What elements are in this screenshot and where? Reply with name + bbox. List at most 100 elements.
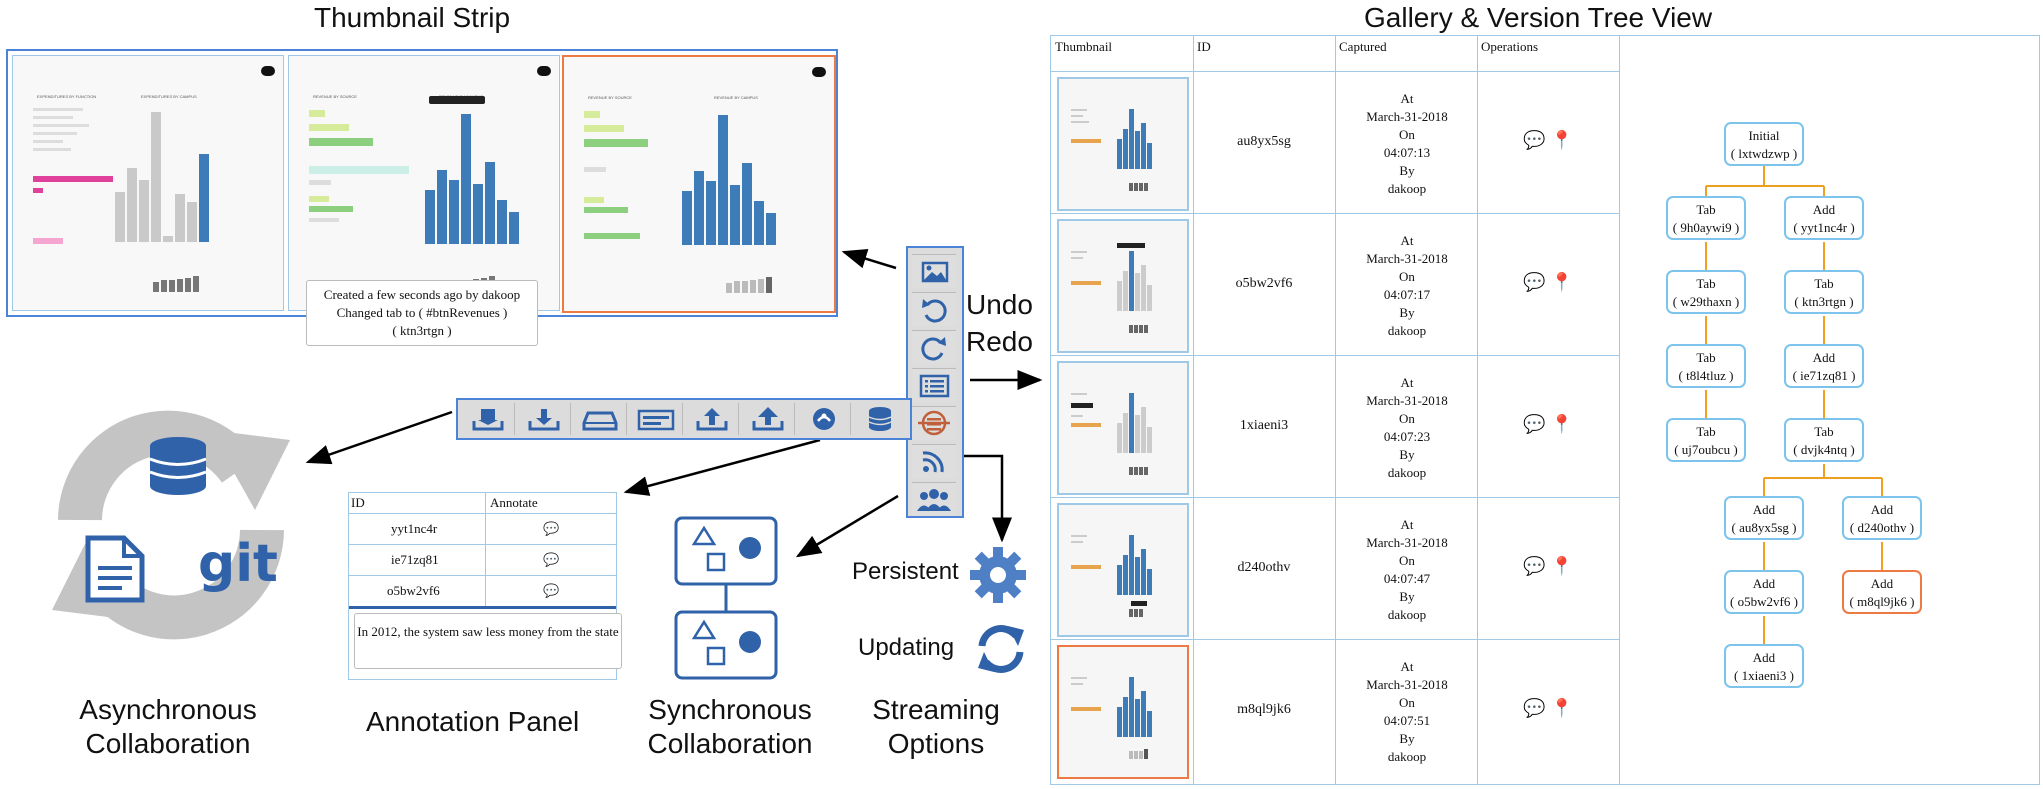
comment-icon[interactable]: 💬: [485, 576, 617, 606]
header-captured: Captured: [1339, 39, 1387, 54]
no-stream-icon[interactable]: [912, 406, 956, 440]
export-icon[interactable]: [686, 403, 739, 435]
vertical-toolbar: [906, 246, 964, 518]
comment-icon[interactable]: 💬: [1523, 556, 1546, 576]
tree-node[interactable]: Add( 1xiaeni3 ): [1724, 644, 1804, 688]
gallery-row[interactable]: 1xiaeni3 At March-31-2018 On 04:07:23 By…: [1051, 355, 1619, 498]
gallery-row-id: au8yx5sg: [1237, 134, 1291, 149]
tooltip-line-1: Created a few seconds ago by dakoop: [323, 287, 521, 302]
captured-date: March-31-2018: [1366, 535, 1448, 550]
users-icon[interactable]: [912, 482, 956, 516]
captured-time: 04:07:47: [1383, 571, 1431, 586]
save-to-db-icon[interactable]: [462, 403, 515, 435]
tree-node[interactable]: Add( d240othv ): [1842, 496, 1922, 540]
location-pin-icon[interactable]: 📍: [1550, 130, 1573, 150]
annotation-row[interactable]: yyt1nc4r 💬: [349, 514, 616, 545]
tree-node[interactable]: Add( o5bw2vf6 ): [1724, 570, 1804, 614]
tree-node[interactable]: Tab( dvjk4ntq ): [1784, 418, 1864, 462]
upload-icon[interactable]: [742, 403, 795, 435]
captured-time: 04:07:17: [1383, 287, 1431, 302]
comment-icon[interactable]: 💬: [1523, 130, 1546, 150]
gallery-row-captured: At March-31-2018 On 04:07:13 By dakoop: [1337, 90, 1477, 198]
comment-icon[interactable]: [537, 66, 551, 76]
rss-icon[interactable]: [912, 444, 956, 478]
strip-thumbnail-1[interactable]: EXPENDITURES BY FUNCTION EXPENDITURES BY…: [12, 55, 284, 311]
comment-icon[interactable]: 💬: [1523, 698, 1546, 718]
share-icon[interactable]: [798, 403, 851, 435]
redo-icon[interactable]: [912, 330, 956, 364]
captured-user: dakoop: [1387, 749, 1427, 764]
gallery-row-id: m8ql9jk6: [1237, 702, 1291, 717]
streaming-label-line-2: Options: [887, 728, 985, 759]
streaming-label-line-1: Streaming: [872, 694, 1000, 725]
tree-node-label: Tab: [1814, 276, 1834, 291]
comment-icon[interactable]: [812, 67, 826, 77]
undo-icon[interactable]: [912, 292, 956, 326]
gallery-thumbnail[interactable]: [1057, 645, 1189, 779]
location-pin-icon[interactable]: 📍: [1550, 556, 1573, 576]
updating-label: Updating: [858, 634, 955, 661]
header-annotate: Annotate: [485, 493, 538, 513]
tree-node[interactable]: Add( ie71zq81 ): [1784, 344, 1864, 388]
tree-node[interactable]: Tab( uj7oubcu ): [1666, 418, 1746, 462]
gallery-thumbnail[interactable]: [1057, 219, 1189, 353]
captured-by: By: [1399, 731, 1415, 746]
tree-node[interactable]: Add( au8yx5sg ): [1724, 496, 1804, 540]
annotation-header: ID Annotate: [349, 493, 616, 514]
location-pin-icon[interactable]: 📍: [1550, 698, 1573, 718]
tree-node[interactable]: Initial( lxtwdzwp ): [1724, 122, 1804, 166]
mini-title-left: REVENUE BY SOURCE: [588, 95, 632, 100]
gallery-title: Gallery & Version Tree View: [1364, 2, 1713, 33]
gallery-row[interactable]: d240othv At March-31-2018 On 04:07:47 By…: [1051, 497, 1619, 640]
captured-time: 04:07:13: [1383, 145, 1431, 160]
database-icon[interactable]: [854, 403, 906, 435]
annotation-note[interactable]: In 2012, the system saw less money from …: [354, 613, 622, 669]
image-icon[interactable]: [912, 254, 956, 288]
tree-node[interactable]: Tab( 9h0aywi9 ): [1666, 196, 1746, 240]
tree-node[interactable]: Tab( t8l4tluz ): [1666, 344, 1746, 388]
location-pin-icon[interactable]: 📍: [1550, 272, 1573, 292]
gear-icon[interactable]: [968, 545, 1028, 605]
git-logo: git: [198, 534, 278, 594]
header-thumbnail: Thumbnail: [1055, 39, 1113, 54]
tree-node[interactable]: Add( yyt1nc4r ): [1784, 196, 1864, 240]
tree-node-label: Tab: [1696, 202, 1716, 217]
annotation-row-id: ie71zq81: [391, 552, 439, 567]
captured-user: dakoop: [1387, 323, 1427, 338]
comment-icon[interactable]: 💬: [485, 545, 617, 575]
drive-icon[interactable]: [574, 403, 627, 435]
tree-node-selected[interactable]: Add( m8ql9jk6 ): [1842, 570, 1922, 614]
annotation-panel-label: Annotation Panel: [366, 706, 580, 737]
gallery-thumbnail[interactable]: [1057, 77, 1189, 211]
load-from-db-icon[interactable]: [518, 403, 571, 435]
gallery-row[interactable]: m8ql9jk6 At March-31-2018 On 04:07:51 By…: [1051, 639, 1619, 785]
comment-icon[interactable]: [261, 66, 275, 76]
comment-icon[interactable]: 💬: [485, 514, 617, 544]
captured-user: dakoop: [1387, 465, 1427, 480]
rename-icon[interactable]: [630, 403, 683, 435]
list-icon[interactable]: [912, 368, 956, 402]
location-pin-icon[interactable]: 📍: [1550, 414, 1573, 434]
arrow-to-sync: [795, 494, 899, 558]
annotation-row[interactable]: o5bw2vf6 💬: [349, 576, 616, 609]
tree-node[interactable]: Tab( w29thaxn ): [1666, 270, 1746, 314]
annotation-row[interactable]: ie71zq81 💬: [349, 545, 616, 576]
comment-icon[interactable]: 💬: [1523, 272, 1546, 292]
gallery-row[interactable]: au8yx5sg At March-31-2018 On 04:07:13 By…: [1051, 71, 1619, 214]
comment-icon[interactable]: 💬: [1523, 414, 1546, 434]
tree-node[interactable]: Tab( ktn3rtgn ): [1784, 270, 1864, 314]
captured-user: dakoop: [1387, 607, 1427, 622]
tree-node-id: ( uj7oubcu ): [1674, 442, 1738, 457]
refresh-icon[interactable]: [970, 618, 1032, 680]
strip-thumbnail-2[interactable]: REVENUE BY SOURCE REVENUE BY CAMPUS: [288, 55, 560, 311]
tree-node-label: Add: [1870, 502, 1894, 517]
tree-node-label: Add: [1752, 502, 1776, 517]
tooltip-line-2: Changed tab to ( #btnRevenues ): [336, 305, 508, 320]
header-id: ID: [351, 495, 365, 510]
tree-node-label: Add: [1752, 576, 1776, 591]
sync-collaboration-graphic: [674, 516, 778, 680]
gallery-thumbnail[interactable]: [1057, 503, 1189, 637]
strip-thumbnail-3[interactable]: REVENUE BY SOURCE REVENUE BY CAMPUS: [562, 55, 836, 313]
gallery-thumbnail[interactable]: [1057, 361, 1189, 495]
gallery-row[interactable]: o5bw2vf6 At March-31-2018 On 04:07:17 By…: [1051, 213, 1619, 356]
